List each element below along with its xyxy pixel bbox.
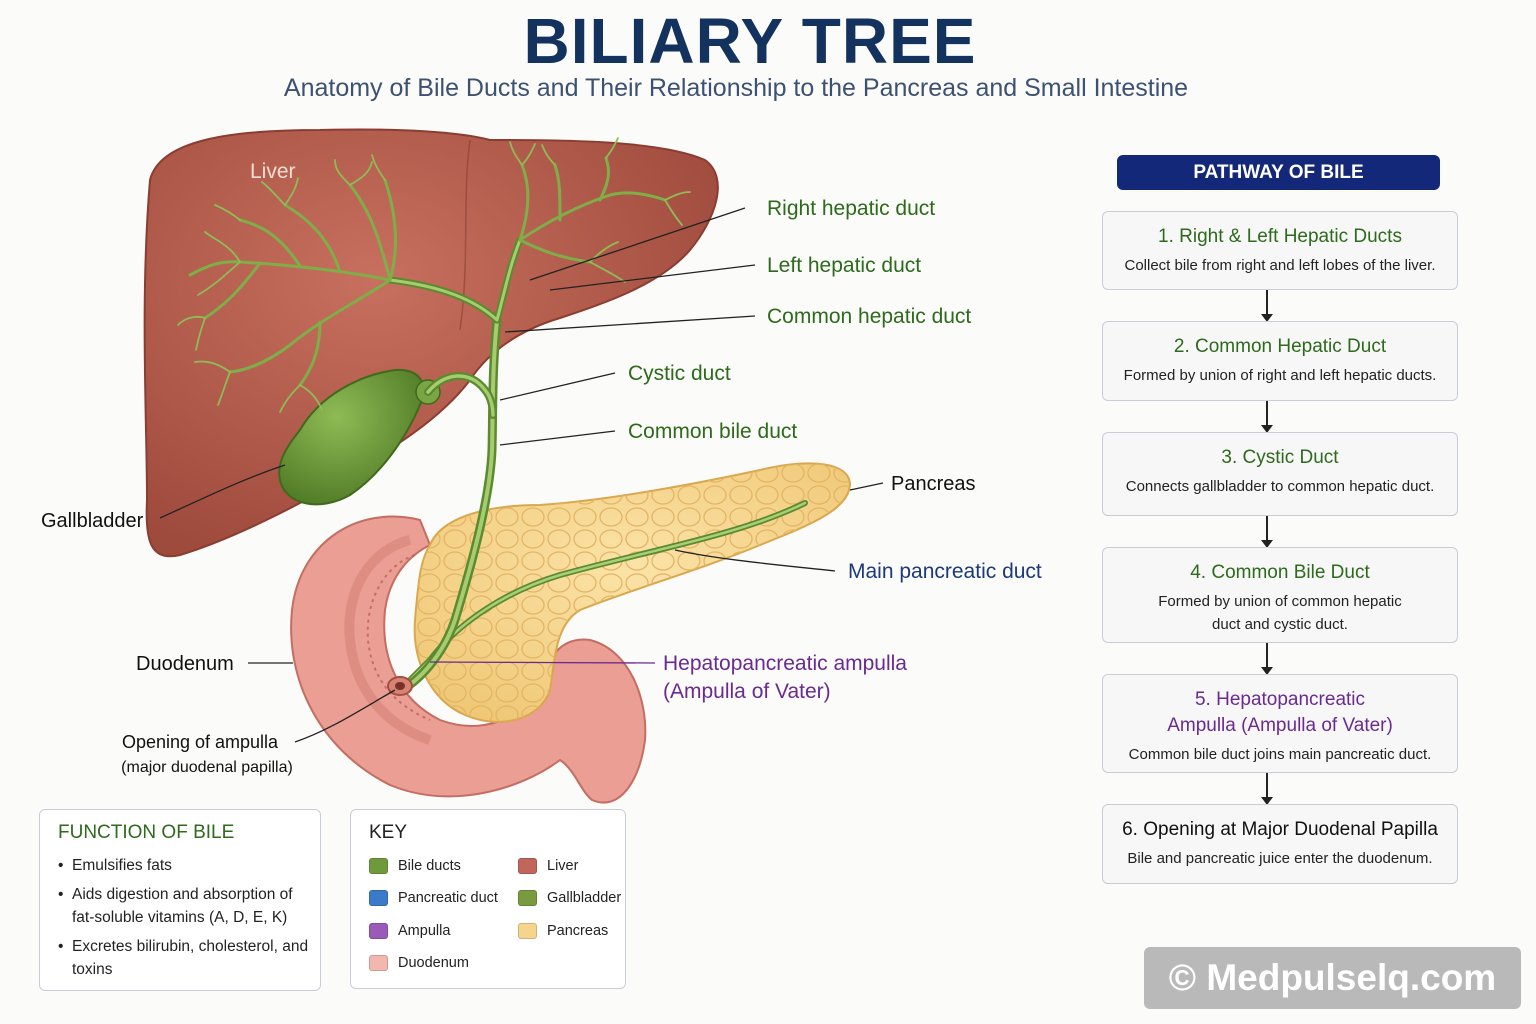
step-title: 3. Cystic Duct — [1221, 447, 1339, 468]
key-label: Liver — [547, 858, 579, 874]
watermark: © Medpulselq.com — [1144, 947, 1521, 1009]
arrow-down-icon — [1261, 643, 1273, 675]
arrow-down-icon — [1261, 290, 1273, 322]
page-title: BILIARY TREE — [523, 5, 977, 77]
step-desc: Formed by union of common hepatic duct a… — [1158, 593, 1402, 633]
biliary-diagram: Liver Right hepatic duct Left hepatic du… — [41, 128, 1042, 804]
ampulla-label-line1: Hepatopancreatic ampulla — [663, 652, 907, 675]
right-hepatic-duct-label: Right hepatic duct — [767, 197, 935, 220]
cystic-duct-label: Cystic duct — [628, 362, 731, 385]
function-title: FUNCTION OF BILE — [58, 822, 235, 843]
key-label: Duodenum — [398, 955, 469, 971]
list-item: Emulsifies fats — [56, 854, 316, 877]
step-title: 6. Opening at Major Duodenal Papilla — [1122, 819, 1438, 840]
pathway-step-5: 5. Hepatopancreatic Ampulla (Ampulla of … — [1102, 674, 1458, 773]
page-subtitle: Anatomy of Bile Ducts and Their Relation… — [283, 74, 1189, 102]
gallbladder-label: Gallbladder — [41, 510, 144, 532]
duodenum-shape — [290, 515, 647, 804]
key-label: Ampulla — [398, 923, 451, 939]
key-label: Pancreas — [547, 923, 609, 939]
arrow-down-icon — [1261, 401, 1273, 433]
leader-lines — [159, 207, 884, 743]
pancreas-label: Pancreas — [891, 473, 976, 495]
step-desc: Collect bile from right and left lobes o… — [1124, 257, 1436, 274]
arrow-down-icon — [1261, 773, 1273, 805]
duodenum-label: Duodenum — [136, 653, 234, 675]
pathway-step-4: 4. Common Bile Duct Formed by union of c… — [1102, 547, 1458, 643]
step-desc: Connects gallbladder to common hepatic d… — [1125, 478, 1435, 495]
pathway-header: PATHWAY OF BILE — [1117, 155, 1440, 190]
ampulla-label-line2: (Ampulla of Vater) — [663, 680, 831, 703]
common-bile-duct-label: Common bile duct — [628, 420, 797, 443]
main-pancreatic-duct-label: Main pancreatic duct — [848, 560, 1042, 583]
key-item-ampulla: Ampulla — [369, 923, 450, 939]
key-item-bile-ducts: Bile ducts — [369, 858, 461, 874]
step-desc: Common bile duct joins main pancreatic d… — [1128, 746, 1432, 763]
opening-label-line2: (major duodenal papilla) — [121, 759, 293, 776]
step-title: 2. Common Hepatic Duct — [1173, 336, 1387, 357]
swatch-icon — [518, 923, 537, 939]
key-title: KEY — [369, 822, 408, 843]
opening-label-line1: Opening of ampulla — [122, 732, 279, 752]
swatch-icon — [518, 890, 537, 906]
common-hepatic-duct-label: Common hepatic duct — [767, 305, 971, 328]
arrow-down-icon — [1261, 516, 1273, 548]
key-item-pancreas: Pancreas — [518, 923, 608, 939]
gallbladder-shape — [278, 368, 425, 506]
step-desc: Formed by union of right and left hepati… — [1123, 367, 1437, 384]
left-hepatic-duct-label: Left hepatic duct — [767, 254, 921, 277]
swatch-icon — [369, 955, 388, 971]
step-desc: Bile and pancreatic juice enter the duod… — [1127, 850, 1433, 867]
function-of-bile-box: FUNCTION OF BILE Emulsifies fats Aids di… — [39, 809, 321, 991]
function-list: Emulsifies fats Aids digestion and absor… — [56, 854, 316, 987]
bile-duct-tree — [177, 137, 691, 693]
key-label: Gallbladder — [547, 890, 622, 906]
key-box: KEY Bile ducts Liver Pancreatic duct Gal… — [350, 809, 626, 989]
key-item-pancreatic-duct: Pancreatic duct — [369, 890, 498, 906]
key-item-duodenum: Duodenum — [369, 955, 469, 971]
swatch-icon — [369, 923, 388, 939]
key-label: Pancreatic duct — [398, 890, 498, 906]
liver-label: Liver — [250, 160, 296, 183]
pathway-step-6: 6. Opening at Major Duodenal Papilla Bil… — [1102, 804, 1458, 884]
pathway-step-1: 1. Right & Left Hepatic Ducts Collect bi… — [1102, 211, 1458, 290]
key-item-gallbladder: Gallbladder — [518, 890, 621, 906]
swatch-icon — [518, 858, 537, 874]
swatch-icon — [369, 890, 388, 906]
key-item-liver: Liver — [518, 858, 578, 874]
list-item: Aids digestion and absorption of fat-sol… — [56, 883, 316, 929]
step-title: 1. Right & Left Hepatic Ducts — [1158, 226, 1402, 247]
pathway-step-3: 3. Cystic Duct Connects gallbladder to c… — [1102, 432, 1458, 516]
step-title: 4. Common Bile Duct — [1190, 562, 1370, 583]
swatch-icon — [369, 858, 388, 874]
pathway-step-2: 2. Common Hepatic Duct Formed by union o… — [1102, 321, 1458, 401]
key-label: Bile ducts — [398, 858, 461, 874]
step-title: 5. Hepatopancreatic Ampulla (Ampulla of … — [1167, 689, 1393, 736]
list-item: Excretes bilirubin, cholesterol, and tox… — [56, 935, 316, 981]
